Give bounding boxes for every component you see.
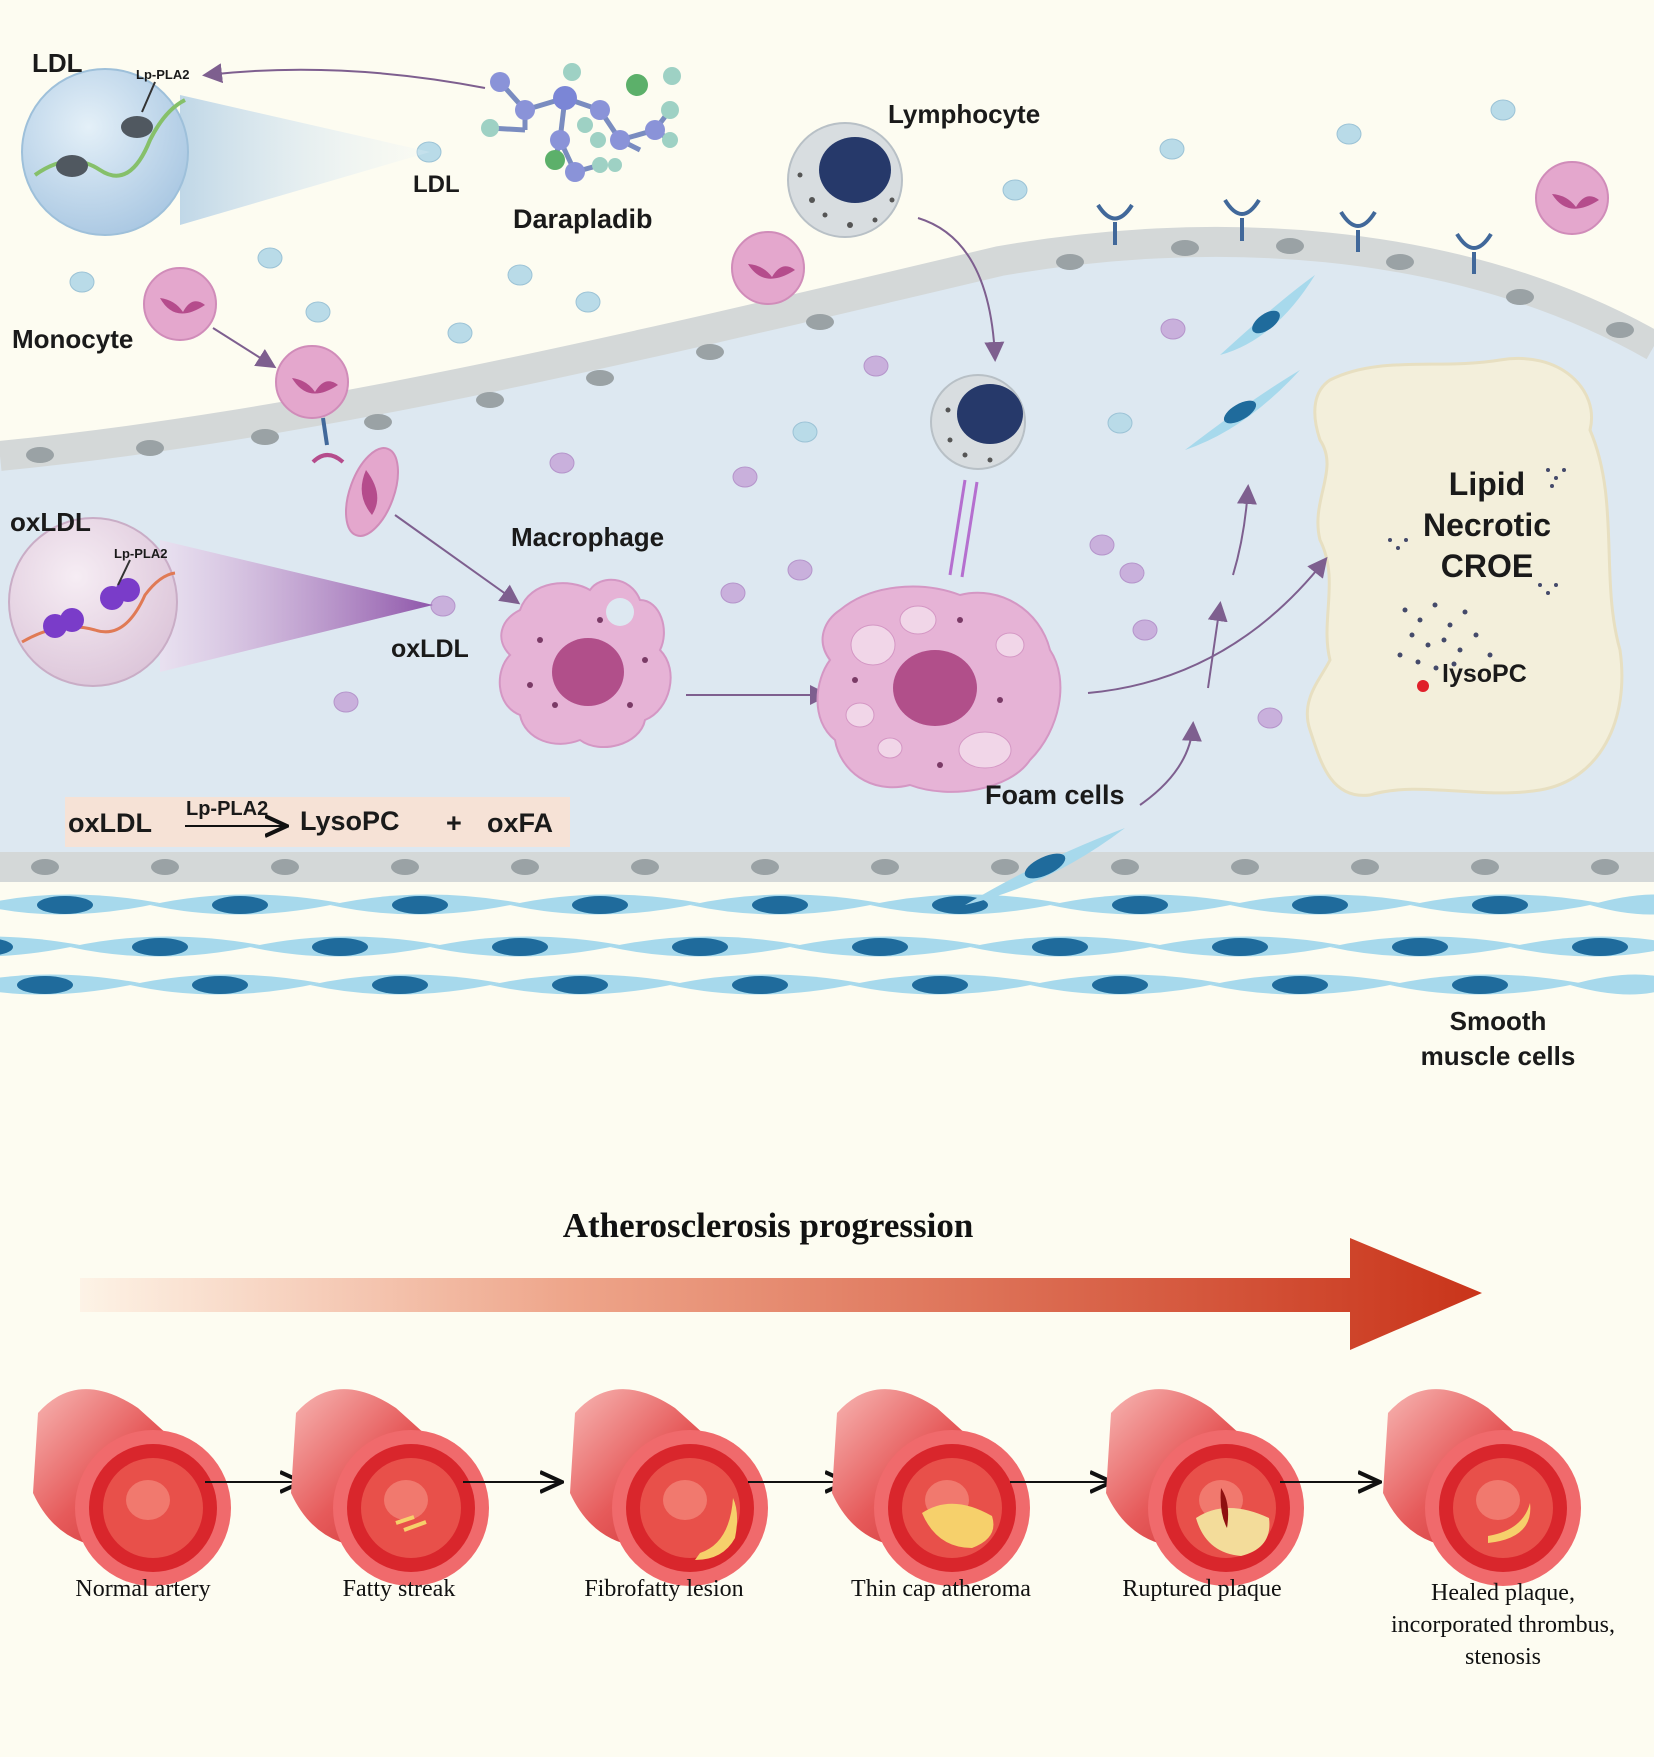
- adhering-monocyte: [275, 345, 349, 419]
- foam-cell: [816, 585, 1062, 793]
- lumen-highlight: [1476, 1480, 1520, 1520]
- ldl-title-label: LDL: [32, 48, 83, 78]
- lp-pla2-label: Lp-PLA2: [136, 67, 189, 82]
- smooth-muscle-label-2: muscle cells: [1421, 1041, 1576, 1071]
- reaction-product-1: LysoPC: [300, 806, 400, 836]
- lymphocyte-cell: [787, 122, 903, 238]
- lymphocyte-label: Lymphocyte: [888, 99, 1040, 129]
- stage-label: Healed plaque,: [1431, 1580, 1575, 1606]
- adhesion-receptors: [1096, 198, 1493, 274]
- artery-stage: [570, 1389, 768, 1586]
- smc-migration-arrow-1: [1207, 601, 1228, 689]
- lp-pla2-ldl: [56, 155, 88, 177]
- stage-label: incorporated thrombus,: [1391, 1612, 1615, 1638]
- smc-migration-arrow-3: [1139, 721, 1202, 806]
- darapladib-molecule: [481, 63, 681, 182]
- artery-stage: [291, 1389, 489, 1586]
- basal-endothelium: [0, 852, 1654, 882]
- darapladib-label: Darapladib: [513, 204, 653, 234]
- foam-to-core-arrow: [1087, 556, 1328, 694]
- lymphocyte-arrow: [917, 217, 1005, 362]
- oxldl-sphere: [8, 517, 178, 687]
- lipid-core-label-2: Necrotic: [1423, 507, 1551, 543]
- monocyte-to-macrophage-arrow: [394, 514, 521, 605]
- basal-nuclei: [31, 859, 1619, 875]
- oxldl-particle-label: oxLDL: [391, 635, 469, 663]
- oxldl-magnify-cone: [160, 540, 433, 672]
- thrombus: [1220, 1488, 1229, 1528]
- endothelium-layer: [0, 226, 1654, 471]
- smooth-muscle-label-1: Smooth: [1450, 1006, 1547, 1036]
- ldl-particle-label: LDL: [413, 171, 460, 198]
- lipid-granules: [1388, 468, 1566, 671]
- thin-cap-plaque: [922, 1503, 994, 1548]
- stage-label: Fatty streak: [343, 1576, 456, 1602]
- lumen-highlight: [663, 1480, 707, 1520]
- healed-plaque: [1488, 1503, 1531, 1543]
- reaction-product-2: oxFA: [487, 808, 553, 838]
- progression-arrow: [80, 1238, 1482, 1350]
- endothelial-nuclei: [26, 238, 1634, 463]
- ldl-sphere: [21, 68, 189, 236]
- stage-label: stenosis: [1465, 1644, 1541, 1670]
- migrating-monocyte: [345, 447, 399, 537]
- smooth-muscle-layer: [0, 894, 1654, 995]
- oxldl-particles: [333, 318, 1283, 729]
- lumen-highlight: [384, 1480, 428, 1520]
- stage-label: Ruptured plaque: [1122, 1576, 1281, 1602]
- lipid-core-label-3: CROE: [1441, 548, 1533, 584]
- artery-stage: [1106, 1389, 1304, 1586]
- monocyte-arrow: [212, 327, 277, 369]
- lysopc-label: lysoPC: [1442, 660, 1527, 688]
- stage-label: Normal artery: [75, 1576, 210, 1602]
- lipid-core-label-1: Lipid: [1449, 466, 1525, 502]
- macrophage-cell: [498, 578, 672, 749]
- migrating-smooth-muscle-cells: [965, 275, 1315, 905]
- artery-stage: [33, 1389, 231, 1586]
- reaction-box: [65, 797, 570, 847]
- transmigration-receptor: [311, 453, 345, 464]
- macrophage-label: Macrophage: [511, 522, 664, 552]
- reaction-substrate: oxLDL: [68, 808, 152, 838]
- artery-stage: [1383, 1389, 1581, 1586]
- circulating-monocyte: [731, 231, 805, 305]
- lp-pla2-oxldl: [43, 578, 140, 638]
- ldl-magnify-cone: [180, 95, 430, 225]
- lipid-necrotic-core: [1305, 357, 1624, 797]
- smc-migration-arrow-2: [1232, 484, 1257, 576]
- fibrofatty-plaque: [695, 1498, 738, 1560]
- reaction-plus: +: [446, 808, 462, 838]
- monocyte-cell: [143, 267, 217, 341]
- activated-lymphocyte: [930, 374, 1026, 470]
- ruptured-plaque: [1196, 1508, 1270, 1556]
- circulating-monocyte-2: [1535, 161, 1609, 235]
- oxldl-title-label: oxLDL: [10, 507, 91, 537]
- darapladib-inhibit-arrow: [202, 63, 486, 89]
- lumen-highlight: [126, 1480, 170, 1520]
- lysopc-marker: [1417, 680, 1429, 692]
- monocyte-label: Monocyte: [12, 324, 133, 354]
- foam-cells-label: Foam cells: [985, 780, 1125, 810]
- progression-title: Atherosclerosis progression: [563, 1206, 974, 1245]
- stage-label: Thin cap atheroma: [851, 1576, 1031, 1602]
- lp-pla2-pointer-2: [117, 559, 131, 586]
- artery-stage-row: Normal artery Fatty streak Fibrofatty lesi…: [33, 1389, 1615, 1670]
- fatty-streak: [395, 1515, 427, 1532]
- adhesion-molecule: [321, 417, 329, 446]
- ldl-particles: [69, 99, 1516, 631]
- reaction-enzyme: Lp-PLA2: [186, 798, 268, 820]
- artery-stage: [832, 1389, 1030, 1586]
- lp-pla2-pointer: [141, 81, 156, 113]
- apob-ldl: [121, 116, 153, 138]
- lp-pla2-label-2: Lp-PLA2: [114, 546, 167, 561]
- stage-label: Fibrofatty lesion: [584, 1576, 743, 1602]
- lymphocyte-foam-interaction: [948, 479, 979, 578]
